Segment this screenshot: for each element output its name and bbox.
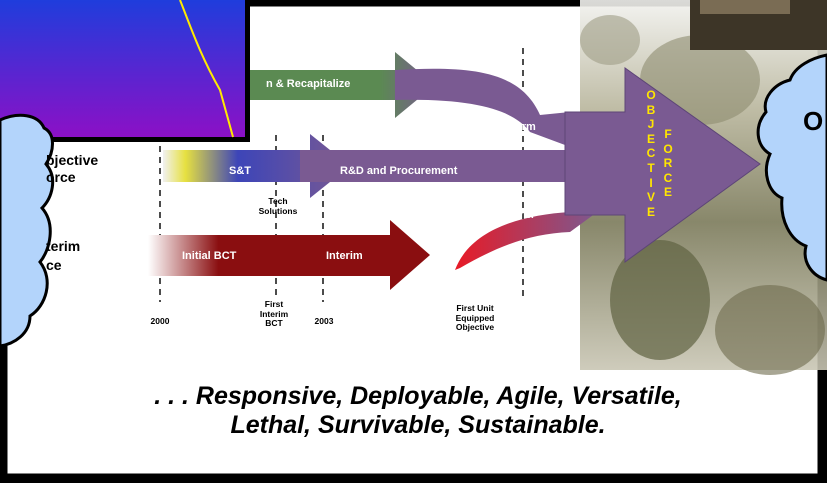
letter: C [646,146,656,161]
ms-line: Solutions [258,205,298,216]
letter: F [664,127,672,141]
objective-force-arrow [564,67,761,263]
soldiers-photo [580,0,827,375]
left-cloud [0,113,55,348]
initial-bct-label: Initial BCT [182,250,237,262]
letter: E [646,131,655,146]
ms-line: BCT [265,318,283,328]
letter: V [646,190,655,205]
ms-line: First Unit [456,303,494,313]
letter: E [663,185,672,200]
interim-arrow-label: Interim [326,250,363,262]
interim-force-label-line1: terim [46,238,81,254]
milestone-2000: 2000 [150,316,170,326]
transform-curve-top [395,68,570,145]
letter: B [646,102,656,117]
slogan-line1: . . . Responsive, Deployable, Agile, Ver… [154,382,682,410]
milestone-tech-solutions: Tech Solutions [248,196,308,216]
ms-line: Interim [259,308,289,319]
interim-arrow [148,220,430,290]
objective-force-label-line2: orce [46,169,76,185]
sustain-arrow-label: n & Recapitalize [266,78,351,90]
sustain-arrow [250,52,435,118]
st-label: S&T [229,165,251,177]
rd-procurement-label: R&D and Procurement [340,165,458,177]
letter: O [663,141,673,156]
ms-line: First [264,299,284,309]
objective-vertical-word: O B J E C T I V E [643,88,659,219]
transform-bottom-label: Transform [480,209,534,221]
letter: I [649,175,653,190]
milestone-2003: 2003 [314,316,334,326]
letter: E [646,204,655,219]
letter: R [663,156,673,171]
right-cloud [756,53,827,282]
force-vertical-word: F O R C E [660,127,676,200]
milestone-first-unit-equipped: First Unit Equipped Objective [440,303,510,333]
rd-arrow [300,140,590,192]
slogan-line2: Lethal, Survivable, Sustainable. [230,411,606,439]
milestone-first-interim-bct: First Interim BCT [248,299,300,329]
blue-panel [0,0,250,142]
transform-curve-bottom [455,196,600,270]
interim-force-label-line2: ce [46,257,62,273]
letter: T [647,160,655,175]
letter: C [663,170,673,185]
letter: O [646,88,656,102]
ms-line: Equipped [455,312,495,323]
transform-top-label: Transform [482,121,536,133]
ms-line: Tech [268,196,288,206]
objective-force-label-line1: bjective [46,152,99,168]
letter: J [647,117,655,132]
ms-line: Objective [455,322,495,332]
right-cloud-text: O [803,106,824,136]
